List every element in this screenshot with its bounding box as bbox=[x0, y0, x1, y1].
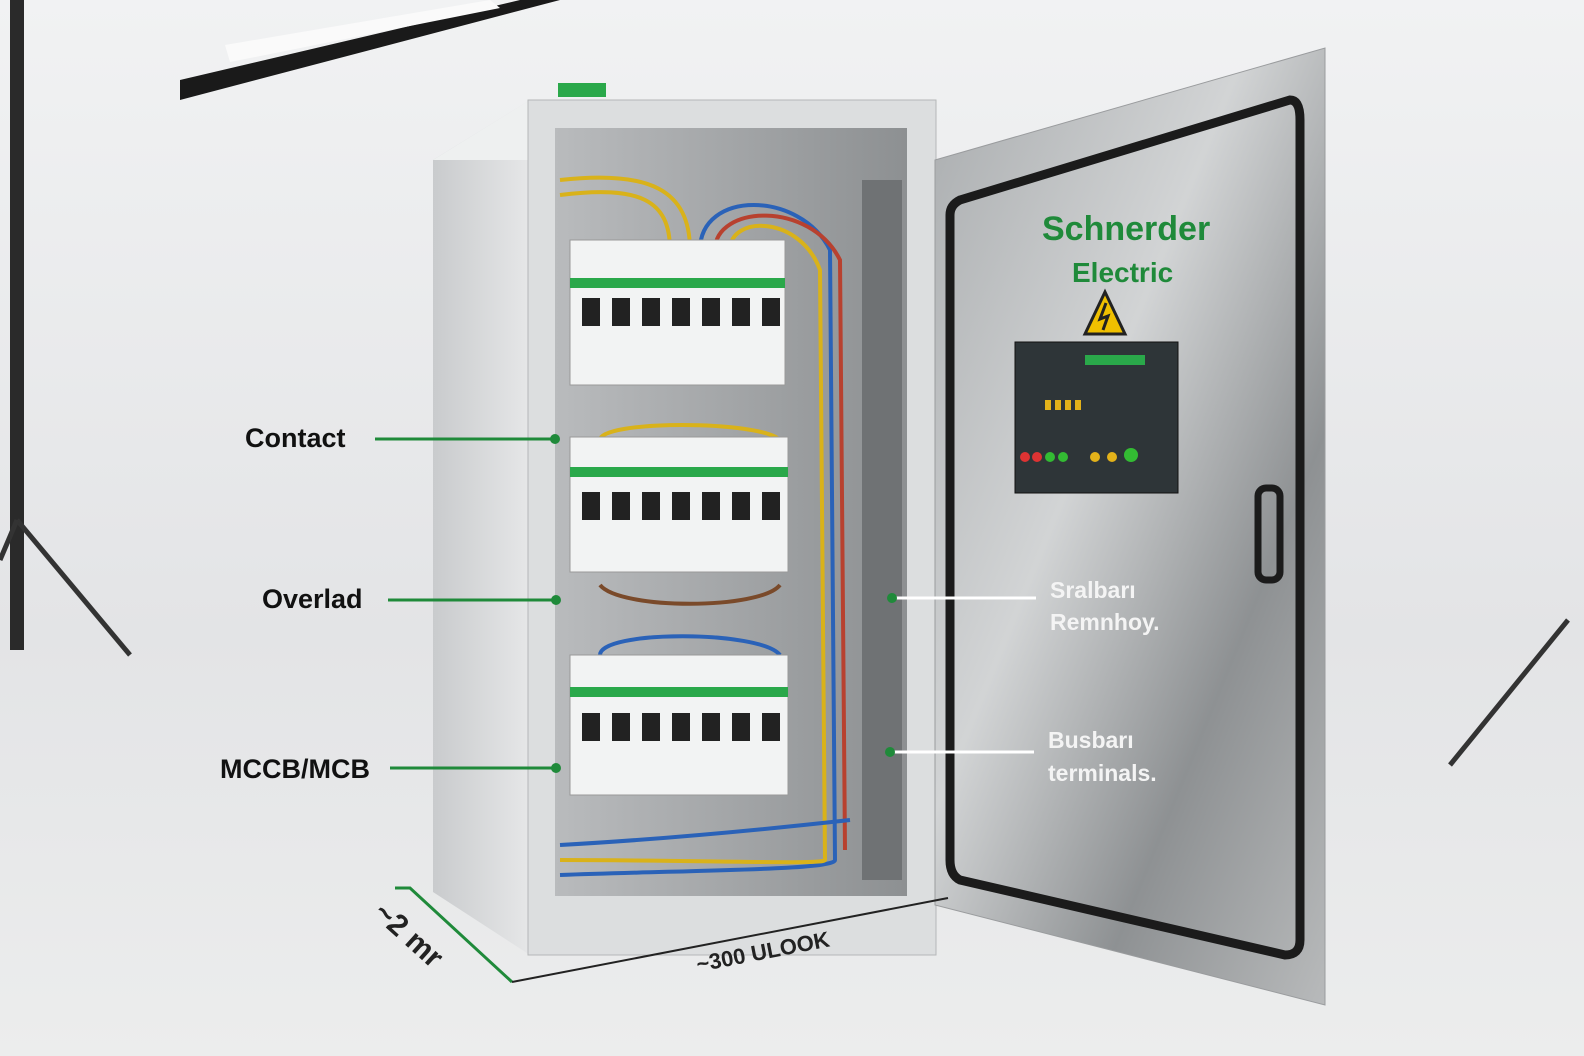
door-handle[interactable] bbox=[1254, 484, 1284, 584]
breaker-row-3 bbox=[569, 654, 789, 796]
cabinet-door[interactable] bbox=[934, 47, 1326, 1006]
callout-overload: Overlad bbox=[262, 584, 561, 614]
cable-duct bbox=[862, 180, 902, 880]
callout-busbar-1-line2: Remnhoy. bbox=[1050, 609, 1159, 635]
callout-busbar-1: Sralbarı Remnhoy. bbox=[887, 577, 1159, 635]
control-display-panel bbox=[1014, 341, 1179, 494]
breaker-row-1 bbox=[569, 239, 786, 386]
callout-mccb: MCCB/MCB bbox=[220, 754, 561, 784]
brand-label-sticker bbox=[558, 83, 606, 97]
callout-busbar-terminals: Busbarı terminals. bbox=[885, 727, 1157, 786]
callout-busbar-terminals-line1: Busbarı bbox=[1048, 727, 1134, 753]
callout-overload-label: Overlad bbox=[262, 584, 363, 614]
studio-light-rig bbox=[0, 0, 1570, 767]
callout-contact-label: Contact bbox=[245, 423, 346, 453]
door-gasket bbox=[945, 95, 1305, 960]
callout-busbar-1-line1: Sralbarı bbox=[1050, 577, 1136, 603]
callout-mccb-label: MCCB/MCB bbox=[220, 754, 370, 784]
cabinet-side-panel bbox=[433, 100, 530, 955]
breaker-row-2 bbox=[569, 436, 789, 573]
brand-logo-line2: Electric bbox=[1072, 257, 1173, 288]
brand-logo-line1: Schnerder bbox=[1042, 210, 1210, 248]
wiring bbox=[559, 175, 851, 877]
callout-contact: Contact bbox=[245, 423, 560, 453]
warning-triangle-icon bbox=[1082, 288, 1128, 336]
callout-busbar-terminals-line2: terminals. bbox=[1048, 760, 1157, 786]
